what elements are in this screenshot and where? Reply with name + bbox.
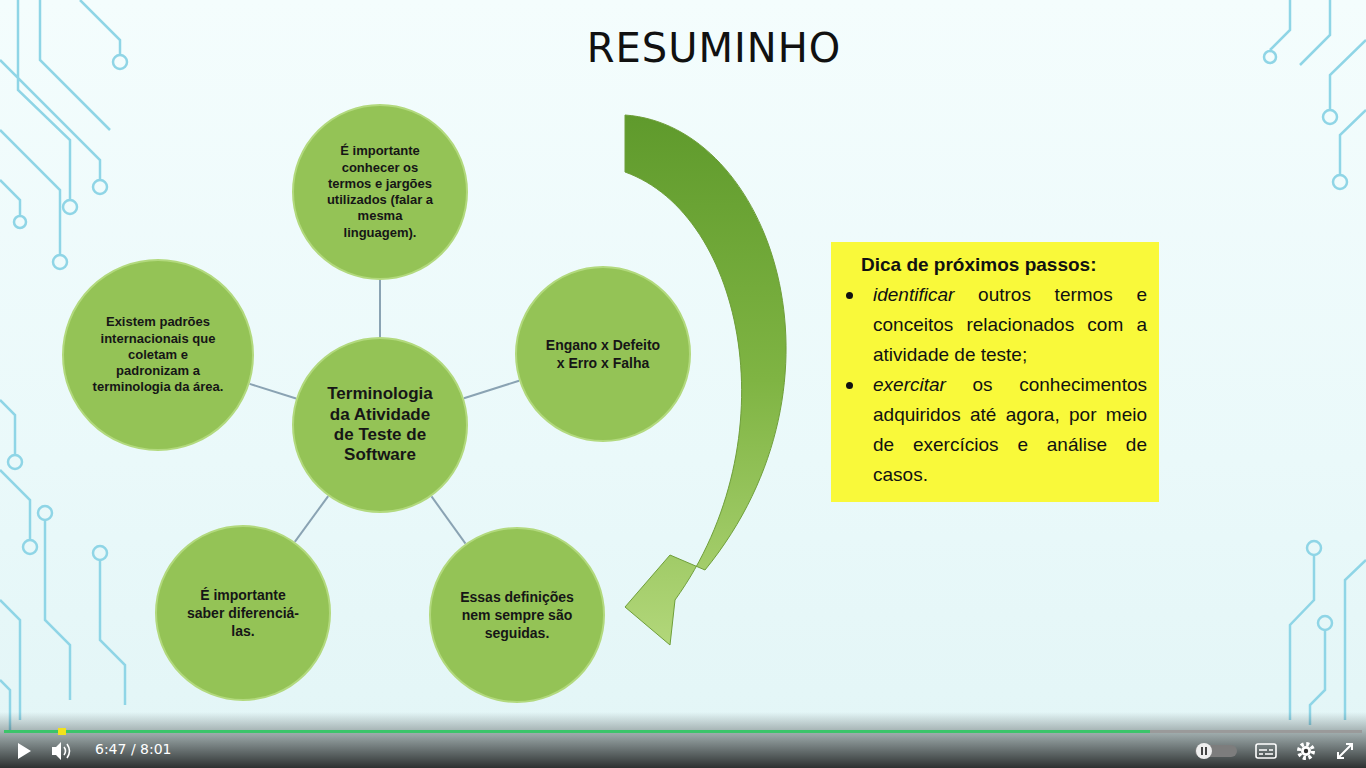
circle-shape xyxy=(63,260,253,450)
player-shade xyxy=(0,712,1366,768)
volume-icon xyxy=(52,742,61,760)
bullet-item: exercitar os conhecimentos adquiridos at… xyxy=(843,370,1147,490)
topic-circle: Existem padrões internacionais que colet… xyxy=(62,259,254,451)
speed-toggle-knob xyxy=(1196,743,1212,759)
emphasis-word: identificar xyxy=(873,284,954,305)
volume-waves xyxy=(64,744,70,758)
topic-circle: É importante conhecer os termos e jargõe… xyxy=(292,104,468,280)
node-label: Existem padrões internacionais que colet… xyxy=(93,314,224,395)
circuit-node xyxy=(1264,51,1276,63)
circuit-node xyxy=(23,540,37,554)
circuit-node xyxy=(1307,541,1321,555)
bullet-dot xyxy=(846,382,853,389)
connector-line xyxy=(379,280,381,337)
circuit-node xyxy=(53,255,67,269)
settings-hole xyxy=(1304,749,1308,753)
circle-shape xyxy=(516,267,690,441)
video-time: 6:47 / 8:01 xyxy=(95,741,172,757)
slide-title: RESUMINHO xyxy=(464,24,964,72)
settings-icon xyxy=(1299,744,1313,758)
bullet-text: identificar outros termos e conceitos re… xyxy=(873,280,1147,370)
captions-lines xyxy=(1259,750,1273,754)
circuit-node xyxy=(14,216,26,228)
pause-mark xyxy=(1205,747,1207,755)
circuit-lines xyxy=(0,0,1366,730)
bullet-cell xyxy=(843,370,873,490)
node-label: Terminologia da Atividade de Teste de So… xyxy=(320,384,440,466)
tip-box: Dica de próximos passos:identificar outr… xyxy=(831,242,1159,502)
circle-outline xyxy=(515,266,691,442)
circuit-node xyxy=(93,180,107,194)
bullet-dot xyxy=(846,292,853,299)
settings-hub xyxy=(1301,746,1311,756)
captions-icon xyxy=(1256,744,1276,758)
progress-played xyxy=(58,728,66,735)
connector-line xyxy=(432,496,466,543)
progress-buffer xyxy=(4,730,1150,733)
topic-circle: É importante saber diferenciá-las. xyxy=(155,525,331,701)
connector-line xyxy=(250,384,297,399)
circle-text: Engano x Defeito x Erro x Falha xyxy=(543,336,663,372)
emphasis-word: exercitar xyxy=(873,374,946,395)
connector-line xyxy=(295,496,328,542)
circuit-node xyxy=(63,200,77,214)
pause-mark xyxy=(1201,747,1203,755)
node-label: Essas definições nem sempre são seguidas… xyxy=(457,588,577,643)
circuit-node xyxy=(93,546,107,560)
circle-text: Existem padrões internacionais que colet… xyxy=(93,314,224,395)
circuit-node xyxy=(38,506,52,520)
node-label: É importante conhecer os termos e jargõe… xyxy=(320,143,440,241)
circuit-node xyxy=(8,455,22,469)
circuit-trace xyxy=(0,0,120,255)
circle-text: Essas definições nem sempre são seguidas… xyxy=(457,588,577,643)
fullscreen-icon xyxy=(1338,744,1352,758)
topic-circle: Engano x Defeito x Erro x Falha xyxy=(515,266,691,442)
circle-shape xyxy=(156,526,330,700)
progress-track xyxy=(4,730,1362,733)
bullet-text: exercitar os conhecimentos adquiridos at… xyxy=(873,370,1147,490)
circle-shape xyxy=(293,105,467,279)
central-circle: Terminologia da Atividade de Teste de So… xyxy=(292,337,468,513)
circuit-trace xyxy=(1270,0,1366,175)
tip-heading: Dica de próximos passos: xyxy=(843,250,1147,280)
bullet-cell xyxy=(843,280,873,370)
circle-shape xyxy=(430,528,604,702)
circle-shape xyxy=(293,338,467,512)
circuit-trace xyxy=(1290,555,1366,725)
circle-text: É importante conhecer os termos e jargõe… xyxy=(320,143,440,241)
connector-line xyxy=(464,381,519,399)
circuit-node xyxy=(113,55,127,69)
circle-text: É importante saber diferenciá-las. xyxy=(183,586,303,641)
bullet-item: identificar outros termos e conceitos re… xyxy=(843,280,1147,370)
node-label: É importante saber diferenciá-las. xyxy=(183,586,303,641)
circuit-node xyxy=(1323,110,1337,124)
play-icon xyxy=(18,743,31,759)
circuit-node xyxy=(1318,616,1332,630)
circuit-trace xyxy=(0,400,125,730)
node-label: Engano x Defeito x Erro x Falha xyxy=(543,336,663,372)
circle-text: Terminologia da Atividade de Teste de So… xyxy=(320,384,440,466)
circuit-node xyxy=(1333,175,1347,189)
topic-circle: Essas definições nem sempre são seguidas… xyxy=(429,527,605,703)
